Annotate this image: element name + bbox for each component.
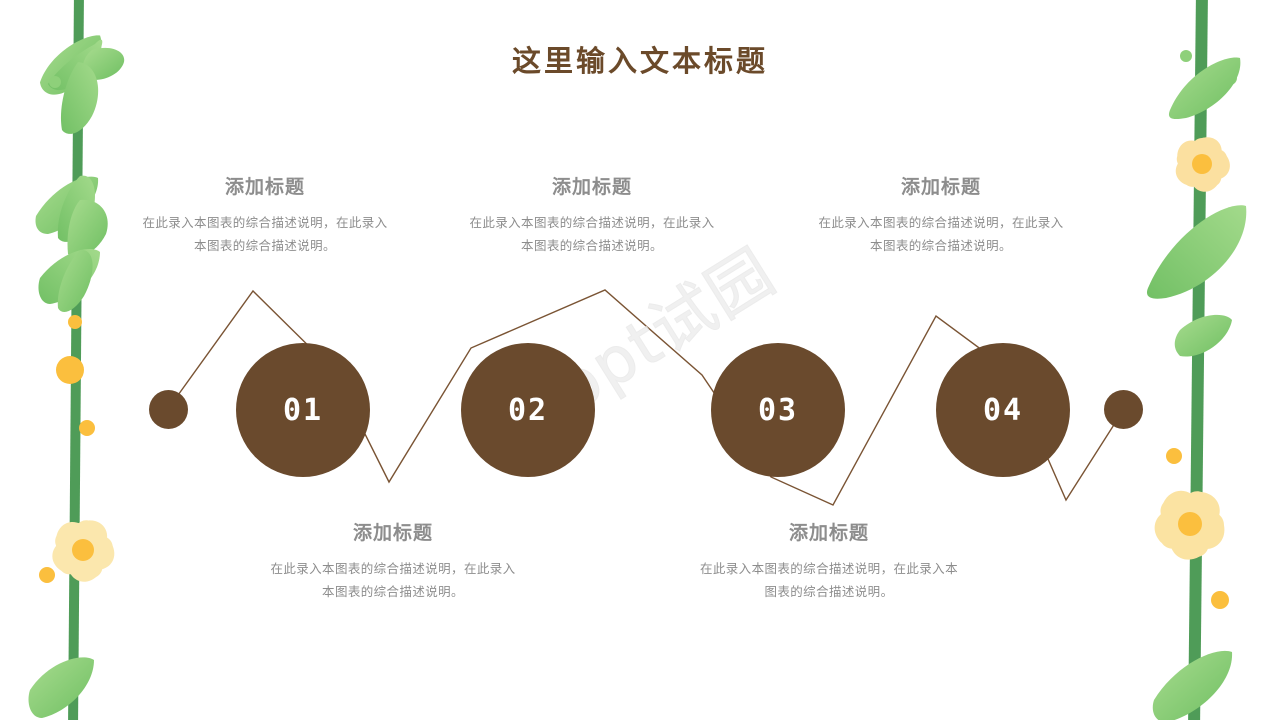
- flower-right-bottom: [1154, 490, 1225, 560]
- left-leaf-cluster-mid: [35, 175, 108, 258]
- node-circle-03[interactable]: 03: [711, 343, 845, 477]
- block-heading: 添加标题: [551, 176, 632, 198]
- content-block-top-2: 添加标题 在此录入本图表的综合描述说明，在此录入本图表的综合描述说明。: [467, 172, 717, 257]
- left-stem-group: [68, 0, 84, 720]
- connector-end-cap-right: [1104, 390, 1143, 429]
- leaf-icon: [1174, 314, 1232, 357]
- block-body: 在此录入本图表的综合描述说明，在此录入本图表的综合描述说明。: [818, 215, 1064, 254]
- node-number: 03: [757, 392, 799, 428]
- content-block-top-1: 添加标题 在此录入本图表的综合描述说明，在此录入本图表的综合描述说明。: [140, 172, 390, 257]
- connector-end-cap-left: [149, 390, 188, 429]
- block-body: 在此录入本图表的综合描述说明，在此录入本图表的综合描述说明。: [142, 215, 388, 254]
- stem-right: [1188, 0, 1208, 720]
- leaf-icon: [35, 176, 99, 234]
- right-stem-group: [1188, 0, 1208, 720]
- node-number: 02: [507, 392, 549, 428]
- node-number: 04: [982, 392, 1024, 428]
- content-block-bottom-2: 添加标题 在此录入本图表的综合描述说明，在此录入本图表的综合描述说明。: [698, 518, 960, 603]
- node-circle-02[interactable]: 02: [461, 343, 595, 477]
- content-block-bottom-1: 添加标题 在此录入本图表的综合描述说明，在此录入本图表的综合描述说明。: [268, 518, 518, 603]
- leaf-icon: [1152, 650, 1233, 720]
- leaf-icon: [28, 657, 94, 718]
- leaf-icon: [1146, 205, 1247, 299]
- block-body: 在此录入本图表的综合描述说明，在此录入本图表的综合描述说明。: [469, 215, 715, 254]
- block-heading: 添加标题: [900, 176, 981, 198]
- leaf-icon: [67, 199, 108, 258]
- block-heading: 添加标题: [788, 522, 869, 544]
- leaf-icon: [38, 249, 100, 304]
- dot-icon: [68, 315, 82, 329]
- block-heading: 添加标题: [352, 522, 433, 544]
- content-block-top-3: 添加标题 在此录入本图表的综合描述说明，在此录入本图表的综合描述说明。: [816, 172, 1066, 257]
- dot-icon: [56, 356, 84, 384]
- page-title: 这里输入文本标题: [511, 44, 768, 78]
- dot-icon: [1211, 591, 1229, 609]
- leaf-icon: [57, 175, 95, 242]
- flower-right-top: [1175, 137, 1230, 192]
- dot-icon: [79, 420, 95, 436]
- dot-icon: [1166, 448, 1182, 464]
- node-number: 01: [282, 392, 324, 428]
- block-body: 在此录入本图表的综合描述说明，在此录入本图表的综合描述说明。: [699, 561, 958, 600]
- dot-icon: [39, 567, 55, 583]
- flower-center-icon: [72, 539, 94, 561]
- flower-center-icon: [1192, 154, 1212, 174]
- node-circle-01[interactable]: 01: [236, 343, 370, 477]
- flower-left: [52, 520, 115, 582]
- block-heading: 添加标题: [224, 176, 305, 198]
- stem-left: [68, 0, 84, 720]
- leaf-icon: [57, 249, 93, 312]
- node-circle-04[interactable]: 04: [936, 343, 1070, 477]
- left-leaf-cluster-low: [38, 249, 100, 312]
- flower-center-icon: [1178, 512, 1202, 536]
- block-body: 在此录入本图表的综合描述说明，在此录入本图表的综合描述说明。: [270, 561, 516, 600]
